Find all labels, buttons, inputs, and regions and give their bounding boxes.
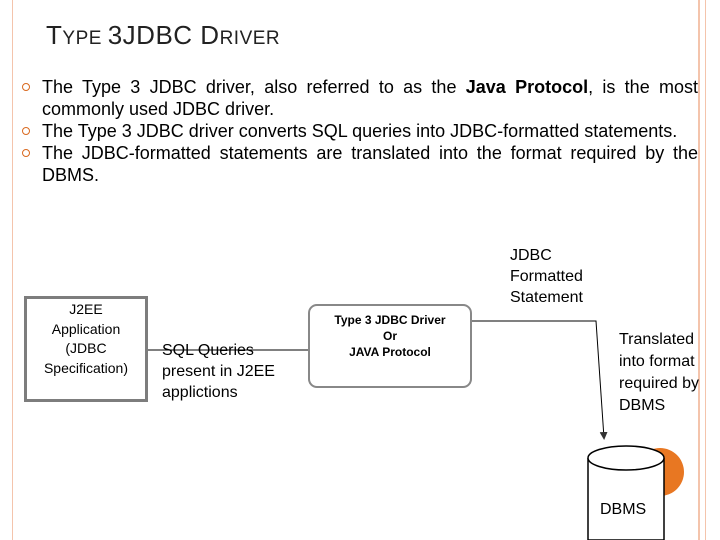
slide-title: TYPE 3JDBC DRIVER	[46, 20, 281, 50]
connector-arrow-2	[472, 320, 608, 440]
database-cylinder-icon	[587, 445, 665, 540]
type3-driver-box: Type 3 JDBC Driver Or JAVA Protocol	[308, 304, 472, 388]
sql-queries-label: SQL Queries present in J2EE applictions	[162, 342, 275, 401]
bullet-circle-icon	[22, 149, 30, 157]
jdbc-formatted-statement-label: JDBC Formatted Statement	[510, 247, 583, 306]
bullet-item: The Type 3 JDBC driver, also referred to…	[18, 76, 698, 120]
bullet-circle-icon	[22, 127, 30, 135]
dbms-label: DBMS	[600, 501, 647, 518]
frame-line-right-inner	[705, 0, 706, 540]
frame-line-left	[12, 0, 13, 540]
translated-format-label: Translated into format required by DBMS	[619, 331, 700, 414]
bullet-item: The JDBC-formatted statements are transl…	[18, 142, 698, 186]
j2ee-application-box: J2EE Application (JDBC Specification)	[24, 296, 148, 402]
bullet-circle-icon	[22, 83, 30, 91]
frame-line-right	[698, 0, 700, 540]
bullet-list: The Type 3 JDBC driver, also referred to…	[18, 76, 698, 186]
bullet-item: The Type 3 JDBC driver converts SQL quer…	[18, 120, 698, 142]
